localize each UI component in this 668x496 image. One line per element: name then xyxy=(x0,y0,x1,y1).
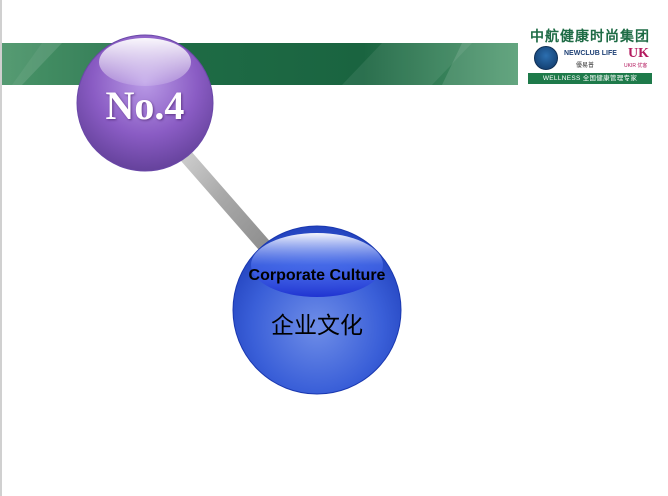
logo-uk-cn: UKIR 优客 xyxy=(624,63,648,69)
logo-strip: WELLNESS 全国健康管理专家 xyxy=(528,73,652,84)
connector-rod xyxy=(165,133,277,259)
club-badge-icon xyxy=(534,46,558,70)
logo-newclub: NEWCLUB LIFE xyxy=(564,50,617,57)
number-sphere xyxy=(76,34,214,172)
logo-uk-mark: UK xyxy=(628,46,649,61)
topic-sphere xyxy=(232,225,402,395)
logo-title: 中航健康时尚集团 xyxy=(530,28,650,44)
logo-newclub-cn: 優易普 xyxy=(576,63,595,69)
topic-title-cn: 企业文化 xyxy=(271,312,363,338)
section-number: No.4 xyxy=(105,83,185,128)
topic-title-en: Corporate Culture xyxy=(248,267,386,284)
company-logo: 中航健康时尚集团 NEWCLUB LIFE 優易普 UK UKIR 优客 WEL… xyxy=(528,26,654,88)
